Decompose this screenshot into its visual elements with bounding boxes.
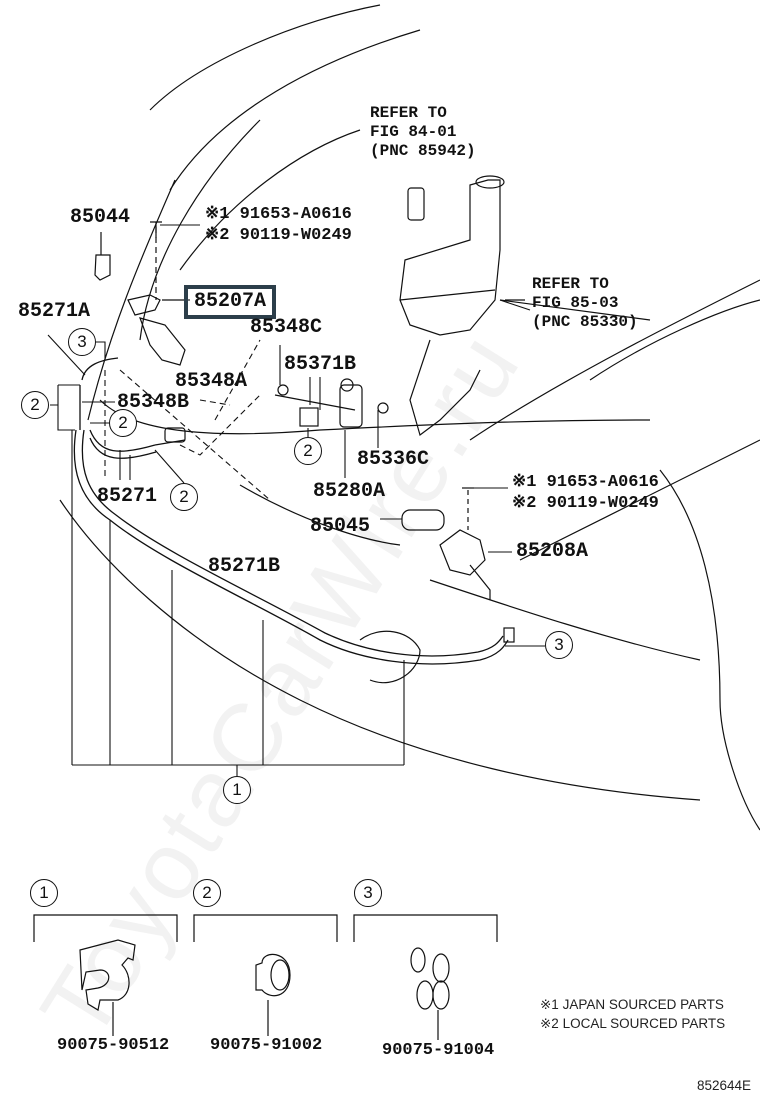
part-label-85336C[interactable]: 85336C xyxy=(357,448,430,471)
ref-line: REFER TO xyxy=(532,275,609,293)
part-label-85207A-highlighted[interactable]: 85207A xyxy=(184,285,277,319)
part-label-85371B[interactable]: 85371B xyxy=(284,353,357,376)
bolt-callout-top-1[interactable]: ※1 91653-A0616 xyxy=(205,206,352,223)
ref-line: (PNC 85330) xyxy=(532,313,638,331)
local-sourced-mark: ※2 xyxy=(512,494,537,513)
part-label-85280A[interactable]: 85280A xyxy=(313,480,386,503)
callout-circle-2: 2 xyxy=(109,409,137,437)
headlamp-washer-nozzle-right xyxy=(401,487,515,643)
callout-circle-2: 2 xyxy=(21,391,49,419)
clip-part-number-3[interactable]: 90075-91004 xyxy=(382,1041,495,1060)
local-sourced-mark: ※2 xyxy=(205,226,230,245)
part-label-85271[interactable]: 85271 xyxy=(97,485,158,508)
ref-line: REFER TO xyxy=(370,104,447,122)
callout-circle-3: 3 xyxy=(68,328,96,356)
part-label-85045[interactable]: 85045 xyxy=(310,515,371,538)
ref-line: (PNC 85942) xyxy=(370,142,476,160)
part-label-85348A[interactable]: 85348A xyxy=(175,370,248,393)
bolt-callout-top-2[interactable]: ※2 90119-W0249 xyxy=(205,227,352,244)
bolt-callout-right-2[interactable]: ※2 90119-W0249 xyxy=(512,495,659,512)
bolt-callout-right-1[interactable]: ※1 91653-A0616 xyxy=(512,474,659,491)
clip-key-circle-2: 2 xyxy=(193,879,221,907)
figure-id: 852644E xyxy=(697,1078,752,1093)
washer-tank xyxy=(399,175,651,437)
clip-part-number-2[interactable]: 90075-91002 xyxy=(210,1036,323,1055)
part-label-85044[interactable]: 85044 xyxy=(70,206,131,229)
clip-key-circle-3: 3 xyxy=(354,879,382,907)
bolt-part-number: 90119-W0249 xyxy=(239,226,352,245)
callout-circle-1: 1 xyxy=(223,776,251,804)
bolt-part-number: 91653-A0616 xyxy=(546,473,659,492)
ref-line: FIG 85-03 xyxy=(532,294,619,312)
car-body-outline xyxy=(59,4,760,831)
japan-sourced-mark: ※1 xyxy=(205,205,230,224)
clip-part-number-1[interactable]: 90075-90512 xyxy=(57,1036,170,1055)
part-label-85208A[interactable]: 85208A xyxy=(516,540,589,563)
ref-line: FIG 84-01 xyxy=(370,123,457,141)
part-label-85348B[interactable]: 85348B xyxy=(117,391,190,414)
callout-circle-2: 2 xyxy=(170,483,198,511)
japan-sourced-mark: ※1 xyxy=(512,473,537,492)
part-label-85348C[interactable]: 85348C xyxy=(250,316,323,339)
washer-hoses xyxy=(73,357,509,665)
clip-brackets xyxy=(33,914,498,942)
legend-local-sourced: ※2 LOCAL SOURCED PARTS xyxy=(540,1016,726,1031)
clip-key-circle-1: 1 xyxy=(30,879,58,907)
bolt-part-number: 90119-W0249 xyxy=(546,494,659,513)
legend-japan-sourced: ※1 JAPAN SOURCED PARTS xyxy=(540,997,724,1012)
washer-pump xyxy=(164,378,389,443)
reference-note-fig-84-01: REFER TO FIG 84-01 (PNC 85942) xyxy=(370,104,476,161)
headlamp-washer-nozzle-left xyxy=(94,221,186,366)
bolt-part-number: 91653-A0616 xyxy=(239,205,352,224)
callout-circle-2: 2 xyxy=(294,437,322,465)
clip-2-illustration xyxy=(255,953,291,1036)
clip-3-illustration xyxy=(410,947,450,1040)
clip-1-illustration xyxy=(79,939,136,1036)
reference-note-fig-85-03: REFER TO FIG 85-03 (PNC 85330) xyxy=(532,275,638,332)
part-label-85271A[interactable]: 85271A xyxy=(18,300,91,323)
part-label-85271B[interactable]: 85271B xyxy=(208,555,281,578)
callout-circle-3: 3 xyxy=(545,631,573,659)
